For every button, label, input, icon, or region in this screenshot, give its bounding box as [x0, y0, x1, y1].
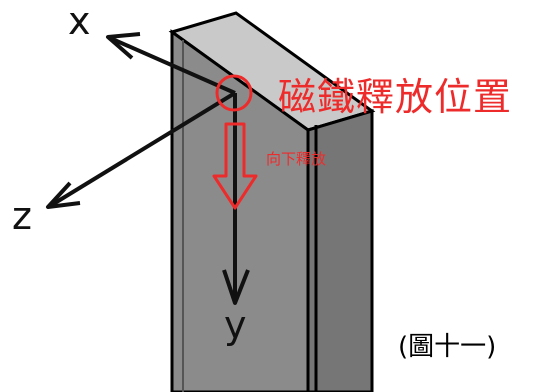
downward-release-arrow: [212, 122, 258, 210]
axis-group: [46, 32, 250, 305]
z-axis-arrowhead: [46, 181, 81, 209]
release-position-label: 磁鐵釋放位置: [278, 75, 513, 119]
bar-front-face: [170, 29, 310, 392]
z-axis-label: z: [12, 194, 32, 238]
x-axis-label: x: [68, 0, 91, 43]
x-axis-arrowhead: [106, 32, 141, 60]
figure-caption: (圖十一): [398, 332, 497, 362]
release-downward-label: 向下釋放: [266, 150, 327, 168]
z-axis-arrow: [48, 91, 237, 208]
y-axis-label: y: [224, 303, 247, 347]
y-axis-arrowhead: [222, 269, 250, 305]
release-point-circle: [215, 74, 253, 112]
x-axis-arrow: [109, 36, 236, 95]
release-markers: [212, 74, 258, 210]
bar-side-face: [306, 108, 374, 392]
metal-bar: [168, 11, 376, 392]
